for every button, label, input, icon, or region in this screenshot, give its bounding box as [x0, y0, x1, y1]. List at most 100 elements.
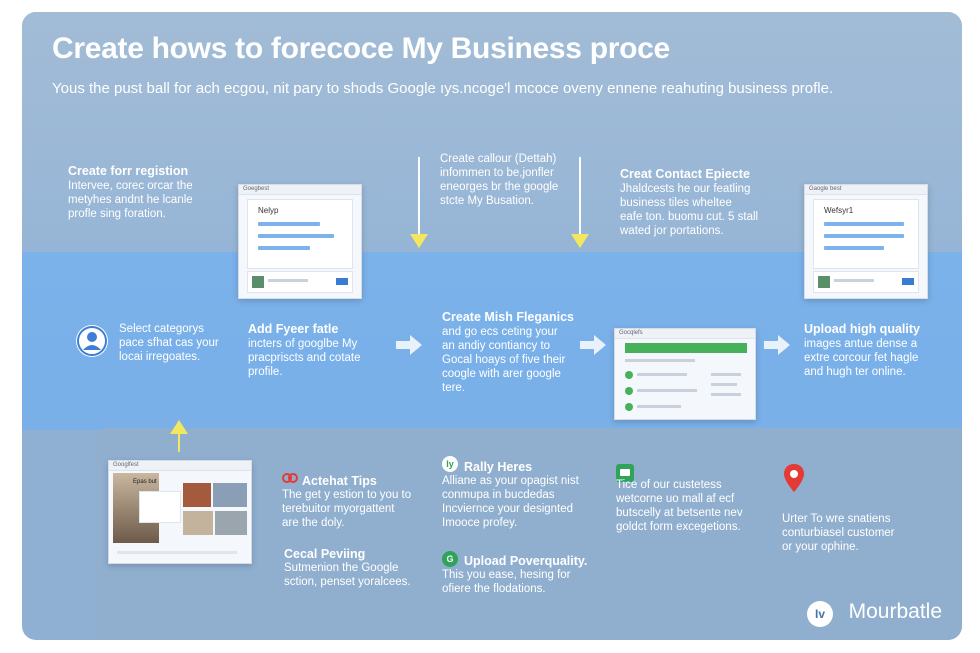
section-line: conmupa in bucdedas	[442, 489, 555, 501]
screenshot-tab-title: Gocqlefs	[615, 329, 755, 339]
connector-line	[579, 157, 581, 237]
photo-thumbnail	[215, 511, 247, 535]
section-line: Sutmenion the Google	[284, 562, 399, 574]
screenshot-card: Wefsyr1	[813, 199, 919, 269]
arrow-right-icon	[396, 335, 422, 355]
arrow-up-icon	[170, 420, 188, 434]
connector-line	[178, 432, 180, 452]
page-title: Create hows to forecoce My Business proc…	[52, 32, 670, 65]
screenshot-dashboard: Gocqlefs	[614, 328, 756, 420]
section-line: wetcorne uo mall af ecf	[616, 493, 735, 505]
photo-thumbnail	[183, 483, 211, 507]
step-heading: Create Mish Fleganics	[442, 310, 574, 324]
section-line: ofiere the flodations.	[442, 583, 546, 595]
step-contact: Creat Contact Epiecte Jhaldcests he our …	[620, 167, 800, 238]
link-icon	[282, 473, 298, 483]
step-line: images antue dense a	[804, 338, 918, 350]
step-line: coogle with arer google	[442, 368, 561, 380]
infographic-frame: Create hows to forecoce My Business proc…	[22, 12, 962, 640]
section-heading: Rally Heres	[464, 460, 533, 474]
screenshot-button	[336, 278, 348, 285]
step-line: business tiles wheltee	[620, 197, 732, 209]
screenshot-line	[834, 279, 874, 282]
step-line: an andiy contiancy to	[442, 340, 551, 352]
step-heading: Create forr registion	[68, 164, 189, 178]
screenshot-line	[711, 383, 737, 386]
screenshot-line	[637, 373, 687, 376]
image-thumbnail-icon	[818, 276, 830, 288]
step-line: Intervee, corec orcar the	[68, 180, 193, 192]
rally-section: Rally Heres Alliane as your opagist nist…	[442, 460, 612, 530]
user-avatar-icon	[76, 325, 108, 357]
section-heading: Actehat Tips	[302, 474, 377, 488]
customer-section: Tice of our custetess wetcorne uo mall a…	[616, 478, 786, 534]
step-upload-images: Upload high quality images antue dense a…	[804, 322, 954, 379]
section-line: Incviernce your designted	[442, 503, 574, 515]
screenshot-tab-title: Googlfest	[109, 461, 251, 471]
screenshot-line	[268, 279, 308, 282]
screenshot-website: Gaogle best Wefsyr1	[804, 184, 928, 299]
section-heading: Upload Poverquality.	[464, 554, 588, 568]
screenshot-card	[139, 491, 181, 523]
screenshot-field	[258, 234, 334, 238]
screenshot-line	[711, 393, 741, 396]
step-calendar: Create callour (Dettah) infommen to be,j…	[440, 152, 590, 208]
step-line: tere.	[442, 382, 466, 394]
screenshot-line	[637, 405, 681, 408]
step-registration: Create forr registion Intervee, corec or…	[68, 164, 248, 221]
screenshot-field	[824, 234, 904, 238]
green-dot-icon	[625, 387, 633, 395]
photo-thumbnail	[213, 483, 247, 507]
tips-section: Actehat Tips The get y estion to you to …	[282, 474, 442, 530]
screenshot-business-profile: Goegbest Nelyp	[238, 184, 362, 299]
image-thumbnail-icon	[252, 276, 264, 288]
screenshot-line	[625, 359, 695, 362]
screenshot-card: Nelyp	[247, 199, 353, 269]
screenshot-line	[637, 389, 697, 392]
photo-thumbnail	[183, 511, 213, 535]
section-line: are the doly.	[282, 517, 345, 529]
review-section: Cecal Peviing Sutmenion the Google sctio…	[284, 547, 444, 589]
screenshot-tab-title: Gaogle best	[805, 185, 927, 195]
chat-icon	[616, 464, 634, 482]
section-heading: Cecal Peviing	[284, 547, 366, 561]
step-line: profle sing foration.	[68, 208, 166, 220]
step-line: and go ecs ceting your	[442, 326, 558, 338]
screenshot-card-label: Nelyp	[258, 206, 279, 215]
step-line: stcte My Busation.	[440, 195, 534, 207]
arrow-right-icon	[764, 335, 790, 355]
step-heading: Upload high quality	[804, 322, 920, 336]
step-categories: Select categorys pace sfhat cas your loc…	[119, 322, 249, 364]
section-line: terebuitor myorgattent	[282, 503, 395, 515]
section-line: This you ease, hesing for	[442, 569, 571, 581]
step-line: extre corcour fet hagle	[804, 352, 919, 364]
screenshot-card-label: Wefsyr1	[824, 206, 854, 215]
section-line: The get y estion to you to	[282, 489, 412, 501]
screenshot-green-banner	[625, 343, 747, 353]
green-dot-icon	[625, 403, 633, 411]
section-line: butscelly at betsente nev	[616, 507, 743, 519]
brand-badge-icon: Iy	[442, 456, 458, 472]
screenshot-button	[902, 278, 914, 285]
brand-name: Mourbatle	[848, 600, 942, 623]
location-pin-icon	[784, 464, 804, 492]
step-heading: Creat Contact Epiecte	[620, 167, 750, 181]
screenshot-card-label: Epas but	[133, 479, 157, 485]
section-line: Tice of our custetess	[616, 479, 722, 491]
step-line: incters of googlbe My	[248, 338, 358, 350]
screenshot-field	[824, 246, 884, 250]
arrow-down-icon	[571, 234, 589, 248]
screenshot-tab-title: Goegbest	[239, 185, 361, 195]
step-line: infommen to be,jonfler	[440, 167, 554, 179]
step-line: pracpriscts and cotate	[248, 352, 361, 364]
step-line: profile.	[248, 366, 283, 378]
step-line: wated jor portations.	[620, 225, 724, 237]
section-line: or your ophine.	[782, 541, 859, 553]
screenshot-line	[711, 373, 741, 376]
contact-section: Urter To wre snatiens conturbiasel custo…	[782, 512, 952, 554]
section-line: Alliane as your opagist nist	[442, 475, 579, 487]
step-line: Gocal hoays of five their	[442, 354, 566, 366]
screenshot-photos: Googlfest Epas but	[108, 460, 252, 564]
step-line: eafe ton. buomu cut. 5 stall	[620, 211, 759, 223]
brand-logo-icon: Iv	[807, 601, 833, 627]
